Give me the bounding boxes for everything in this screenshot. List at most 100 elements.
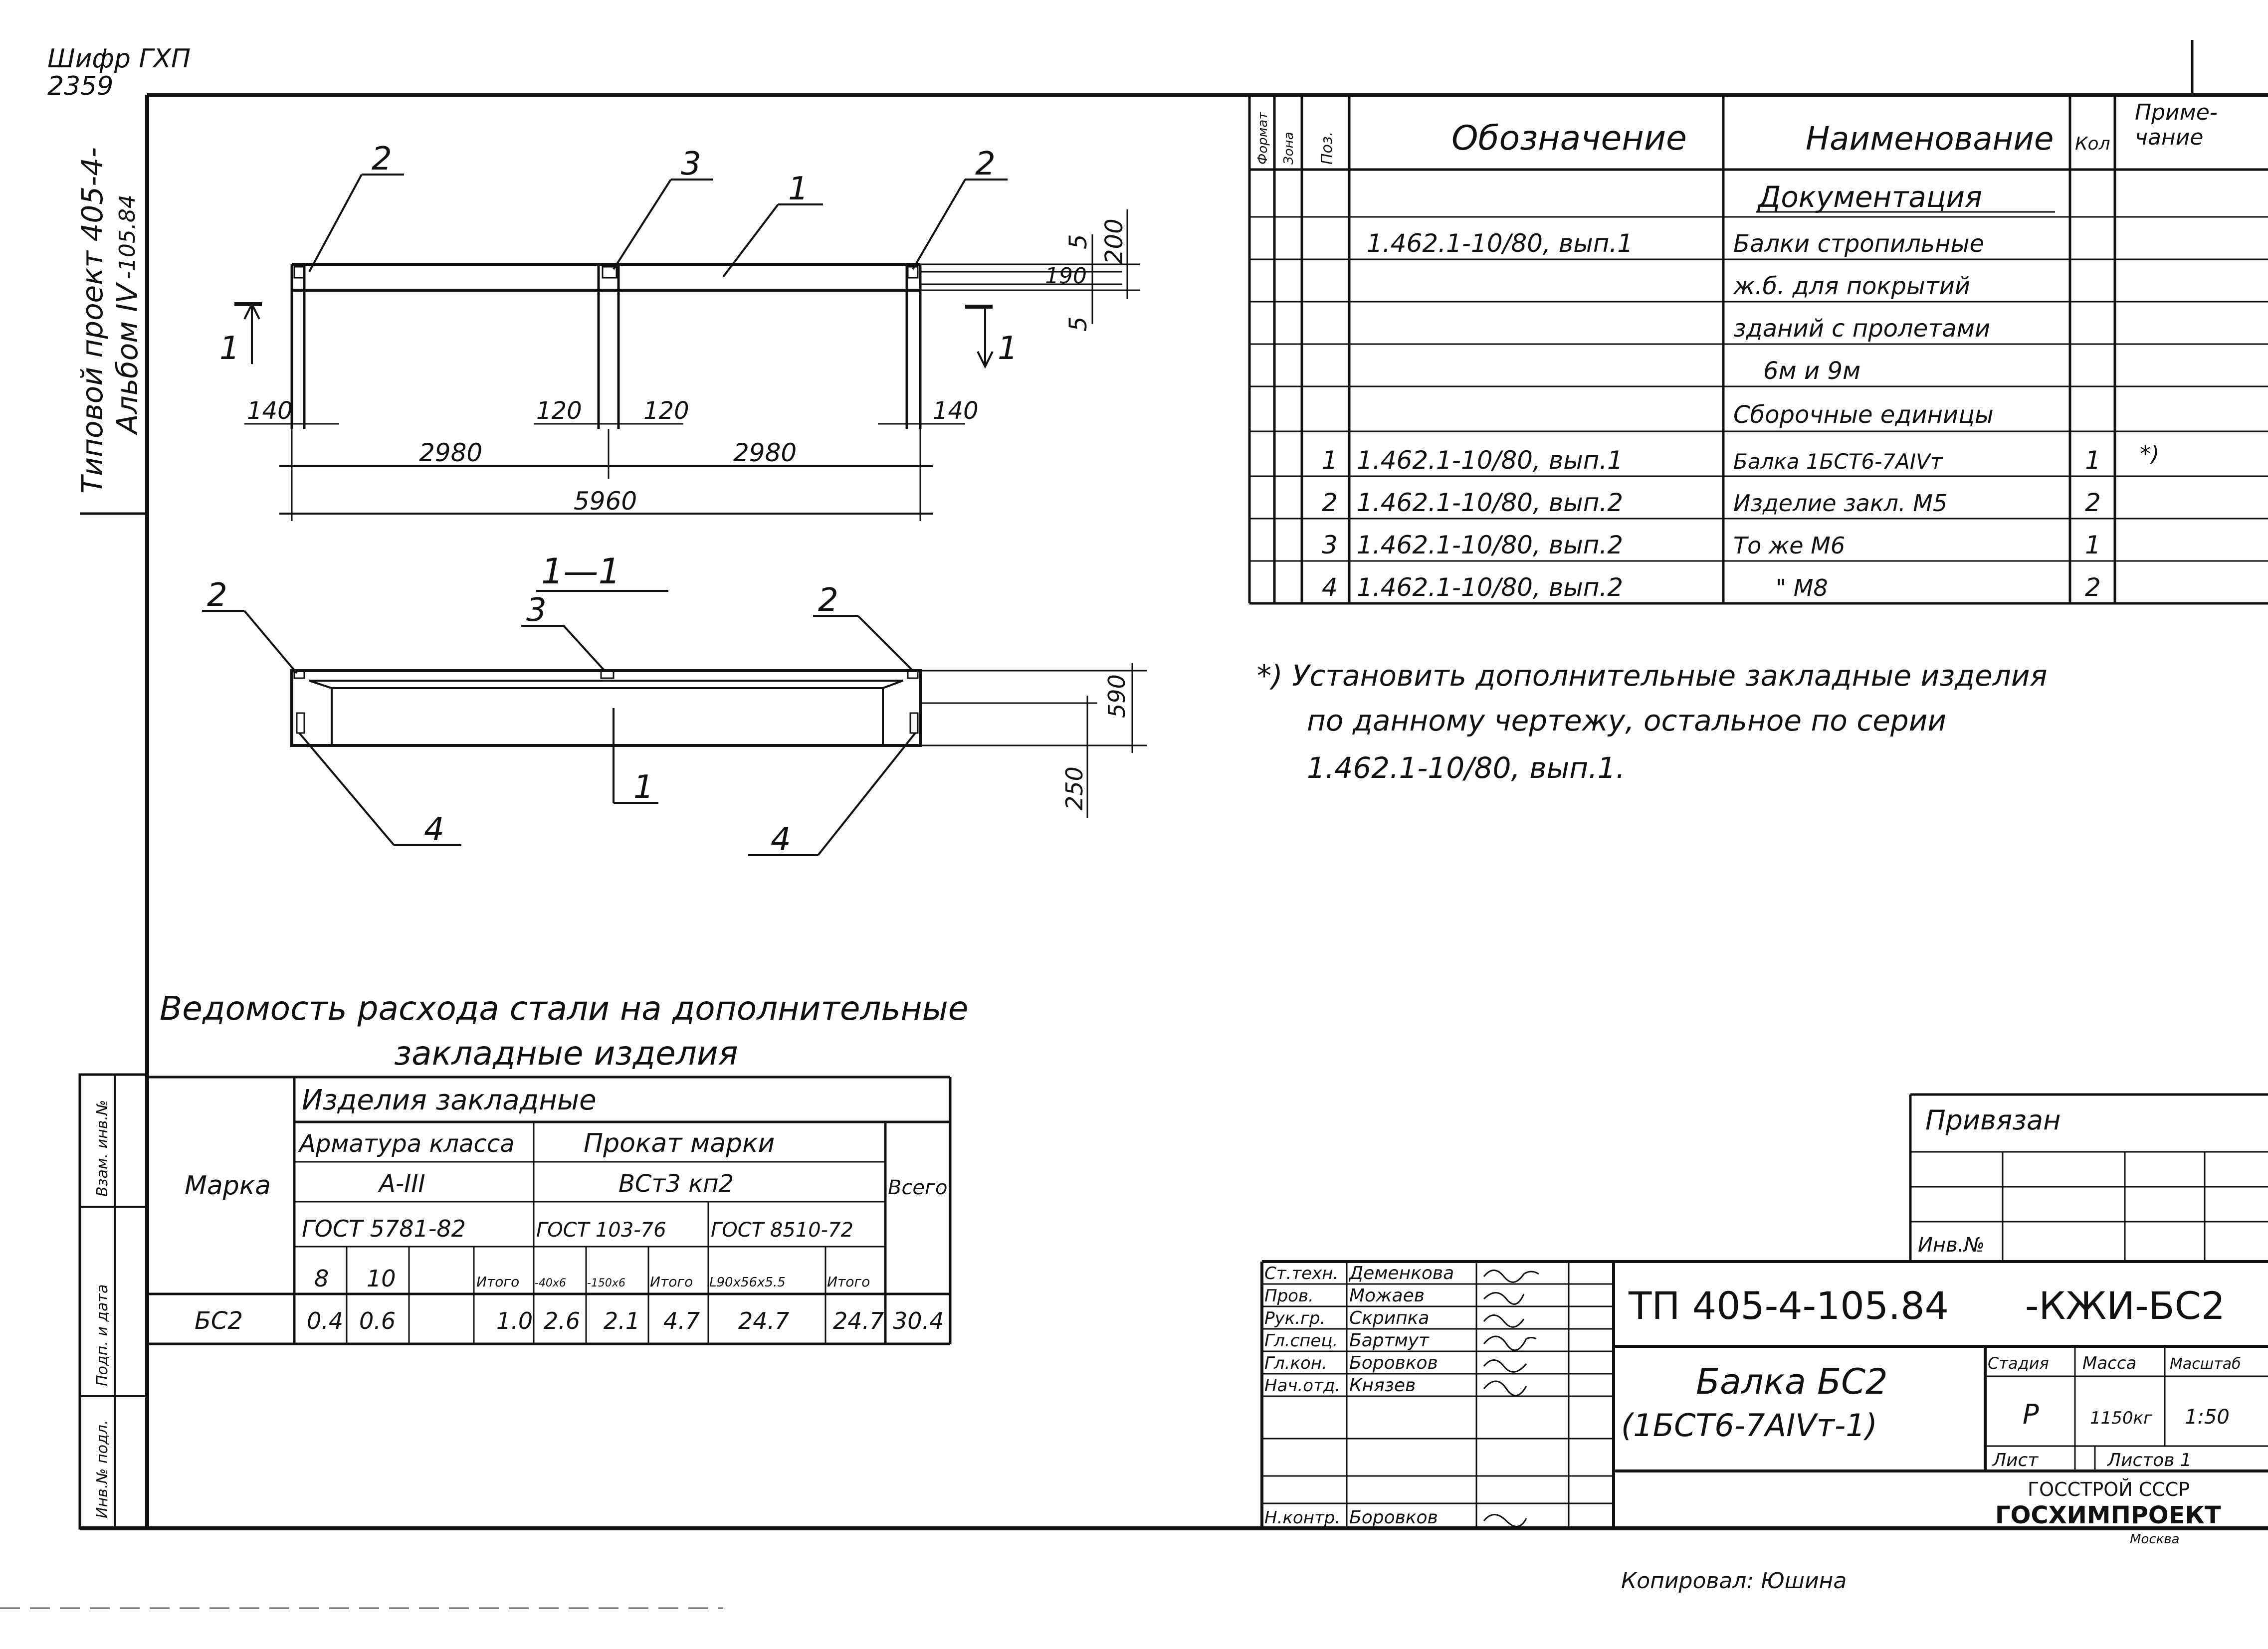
spec-pos-cell: 2 — [1322, 488, 1338, 517]
copied-by: Копировал: Юшина — [1621, 1568, 1847, 1594]
steel-header-a3: А-III — [378, 1170, 425, 1198]
steel-header-gost3: ГОСТ 8510-72 — [711, 1219, 853, 1242]
steel-header-rolled: Прокат марки — [584, 1128, 775, 1158]
beam-section-view: 1—1 2 3 2 1 4 4 — [202, 551, 1147, 858]
spec-name-cell: Изделие закл. М5 — [1733, 490, 1947, 517]
role-label: Гл.кон. — [1264, 1353, 1327, 1373]
section-callout-4-right: 4 — [771, 821, 791, 858]
steel-sub-total-1: Итого — [476, 1274, 519, 1290]
role-label: Рук.гр. — [1264, 1308, 1325, 1328]
role-name: Боровков — [1349, 1353, 1438, 1373]
steel-header-gost2: ГОСТ 103-76 — [536, 1219, 666, 1242]
dim-2980-left: 2980 — [419, 438, 482, 467]
spec-pos-cell: 4 — [1322, 573, 1338, 602]
steel-cell-total: 30.4 — [893, 1307, 944, 1334]
plan-callout-1: 1 — [788, 171, 809, 207]
sidebar-project-text: Типовой проект 405-4- — [75, 147, 109, 494]
steel-cell: 0.4 — [307, 1307, 343, 1334]
signature-row: Рук.гр. Скрипка — [1264, 1308, 1429, 1328]
role-label: Пров. — [1264, 1286, 1314, 1306]
steel-cell: 24.7 — [738, 1307, 789, 1334]
steel-header-rebar: Арматура класса — [298, 1130, 515, 1158]
section-mark-right: 1 — [998, 330, 1018, 367]
spec-name-cell: Балка 1БСТ6-7АIVт — [1733, 449, 1943, 474]
dim-200: 200 — [1100, 218, 1128, 264]
section-callout-1: 1 — [633, 769, 654, 806]
sheet-code: -КЖИ-БС2 — [2025, 1283, 2225, 1328]
drawing-name-2: (1БСТ6-7АIVт-1) — [1621, 1407, 1877, 1444]
spec-name-cell: Документация — [1757, 180, 1982, 214]
strip-label-sign: Подп. и дата — [94, 1284, 111, 1386]
role-label: Гл.спец. — [1264, 1331, 1338, 1351]
scale-value: 1:50 — [2185, 1406, 2230, 1429]
spec-header-note-2: чание — [2135, 125, 2203, 150]
spec-header-zone: Зона — [1281, 132, 1296, 165]
steel-cell: 4.7 — [663, 1307, 700, 1334]
project-sidebar: Типовой проект 405-4- -105.84 Альбом IV — [75, 147, 147, 515]
spec-row: 1.462.1-10/80, вып.1 Балки стропильные — [1367, 229, 1984, 258]
spec-row: 6м и 9м — [1763, 357, 1860, 385]
spec-designation-cell: 1.462.1-10/80, вып.2 — [1357, 531, 1623, 559]
steel-sub-8: 8 — [314, 1265, 329, 1292]
signature-scribbles — [1483, 1270, 1539, 1527]
steel-sub-10: 10 — [367, 1265, 396, 1292]
section-callout-2-left: 2 — [207, 577, 227, 614]
plan-callout-3: 3 — [681, 146, 701, 183]
signature-row: Гл.кон. Боровков — [1264, 1353, 1438, 1373]
plan-callout-2-right: 2 — [975, 146, 996, 183]
spec-row: 3 1.462.1-10/80, вып.2 То же М6 1 — [1322, 531, 2101, 559]
spec-qty-cell: 2 — [2085, 488, 2101, 517]
signature-row: Гл.спец. Бартмут — [1264, 1330, 1430, 1351]
dim-120-left: 120 — [536, 397, 582, 425]
spec-name-cell: зданий с пролетами — [1733, 315, 1990, 343]
spec-name-cell: 6м и 9м — [1763, 357, 1860, 385]
spec-header-note-1: Приме- — [2135, 100, 2218, 125]
spec-name-cell: Балки стропильные — [1733, 230, 1984, 258]
dim-2980-right: 2980 — [733, 438, 797, 467]
steel-cell: 2.1 — [604, 1307, 640, 1334]
spec-header-qty: Кол — [2075, 134, 2110, 154]
dim-590: 590 — [1103, 674, 1130, 718]
spec-pos-cell: 1 — [1322, 446, 1338, 475]
signature-row: Пров. Можаев — [1264, 1285, 1425, 1306]
note-line-1: *) Установить дополнительные закладные и… — [1257, 659, 2048, 693]
steel-cell: 1.0 — [496, 1307, 533, 1334]
steel-header-gost1: ГОСТ 5781-82 — [302, 1215, 466, 1242]
sidebar-project-number: -105.84 — [115, 194, 140, 279]
beam-plan-view: 2 3 1 2 1 1 5 190 200 5 140 120 120 — [219, 141, 1140, 521]
steel-sub-150x6: -150х6 — [587, 1277, 625, 1289]
role-name: Бартмут — [1349, 1330, 1430, 1351]
steel-cell: 0.6 — [359, 1307, 396, 1334]
steel-sub-40x6: -40х6 — [535, 1277, 566, 1289]
dim-250: 250 — [1061, 766, 1088, 810]
role-label: Ст.техн. — [1264, 1264, 1338, 1283]
spec-header-format: Формат — [1255, 112, 1270, 165]
sheets-label: Листов 1 — [2106, 1450, 2192, 1470]
strip-label-inv: Инв.№ подл. — [94, 1420, 111, 1518]
spec-qty-cell: 2 — [2085, 573, 2101, 602]
binding-title: Привязан — [1925, 1104, 2061, 1136]
spec-row: Сборочные единицы — [1733, 401, 1994, 429]
spec-row: 1 1.462.1-10/80, вып.1 Балка 1БСТ6-7АIVт… — [1322, 441, 2159, 475]
strip-label-replace: Взам. инв.№ — [94, 1100, 111, 1197]
steel-header-items: Изделия закладные — [302, 1084, 597, 1116]
spec-designation-cell: 1.462.1-10/80, вып.1 — [1367, 229, 1633, 258]
header-scale: Масштаб — [2170, 1355, 2241, 1373]
spec-row: 2 1.462.1-10/80, вып.2 Изделие закл. М5 … — [1322, 488, 2101, 517]
steel-title-1: Ведомость расхода стали на дополнительны… — [160, 989, 968, 1028]
spec-row-documentation: Документация — [1756, 180, 2055, 214]
spec-header-pos: Поз. — [1318, 132, 1336, 165]
steel-cell: 24.7 — [833, 1307, 884, 1334]
steel-sub-total-2: Итого — [650, 1274, 693, 1290]
sheet-label: Лист — [1992, 1450, 2039, 1470]
role-name: Князев — [1349, 1375, 1416, 1396]
dim-120-right: 120 — [643, 397, 689, 425]
cipher-stamp-line2: 2359 — [47, 71, 113, 101]
stage-value: Р — [2023, 1399, 2039, 1430]
spec-designation-cell: 1.462.1-10/80, вып.2 — [1357, 573, 1623, 602]
steel-cell-mark: БС2 — [195, 1307, 243, 1335]
spec-name-cell: ж.б. для покрытий — [1733, 272, 1970, 300]
role-label: Нач.отд. — [1264, 1376, 1340, 1396]
steel-header-total: Всего — [888, 1176, 948, 1199]
mass-value: 1150кг — [2090, 1408, 2153, 1428]
